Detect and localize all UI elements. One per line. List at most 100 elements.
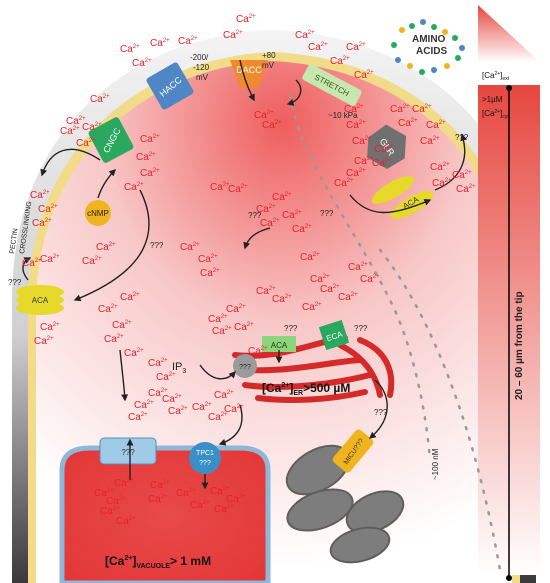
calcium-ion: Ca2+ xyxy=(234,322,254,333)
calcium-ion: Ca2+ xyxy=(148,358,168,369)
calcium-ion: Ca2+ xyxy=(136,152,156,163)
vacuole xyxy=(59,445,271,583)
calcium-ion: Ca2+ xyxy=(132,58,152,69)
calcium-ion: Ca2+ xyxy=(82,122,102,133)
svg-text:???: ??? xyxy=(374,408,388,417)
ext-gradient-triangle xyxy=(478,5,540,62)
ca-cyt-label: [Ca2+]cyt xyxy=(482,109,509,120)
calcium-ion: Ca2+ xyxy=(330,56,350,67)
calcium-ion: Ca2+ xyxy=(223,30,243,41)
calcium-ion: Ca2+ xyxy=(214,504,234,515)
calcium-ion: Ca2+ xyxy=(168,406,188,417)
calcium-ion: Ca2+ xyxy=(112,320,132,331)
calcium-ion: Ca2+ xyxy=(104,334,124,345)
calcium-ion: Ca2+ xyxy=(90,94,110,105)
calcium-ion: Ca2+ xyxy=(94,488,114,499)
calcium-ion: Ca2+ xyxy=(372,158,392,169)
calcium-ion: Ca2+ xyxy=(226,494,246,505)
svg-text:???: ??? xyxy=(150,241,164,250)
calcium-ion: Ca2+ xyxy=(208,314,228,325)
calcium-ion: Ca2+ xyxy=(210,486,230,497)
calcium-ion: Ca2+ xyxy=(98,304,118,315)
tpc1-channel: TPC1 ??? xyxy=(189,442,221,474)
dacc-voltage: +80 xyxy=(262,51,276,60)
calcium-ion: Ca2+ xyxy=(190,500,210,511)
calcium-ion: Ca2+ xyxy=(148,494,168,505)
calcium-ion: Ca2+ xyxy=(412,104,432,115)
calcium-ion: Ca2+ xyxy=(295,30,315,41)
hacc-channel: HACC xyxy=(146,62,194,110)
calcium-ion: Ca2+ xyxy=(178,36,198,47)
calcium-ion: Ca2+ xyxy=(426,120,446,131)
calcium-ion: Ca2+ xyxy=(192,402,212,413)
ca-ext-label: [Ca2+]ext xyxy=(482,71,510,82)
vacuole-channel xyxy=(99,437,157,465)
calcium-ion: Ca2+ xyxy=(398,118,418,129)
calcium-ion: Ca2+ xyxy=(198,254,218,265)
calcium-ion: Ca2+ xyxy=(212,326,232,337)
calcium-ion: Ca2+ xyxy=(334,178,354,189)
calcium-ion: Ca2+ xyxy=(38,204,58,215)
calcium-ion: Ca2+ xyxy=(390,104,410,115)
svg-text:???: ??? xyxy=(199,460,211,467)
svg-text:???: ??? xyxy=(8,278,22,287)
dacc-channel: DACC xyxy=(230,60,268,88)
ip3-receptor: ??? xyxy=(233,354,257,378)
calcium-ion: Ca2+ xyxy=(106,496,126,507)
calcium-ion: Ca2+ xyxy=(82,256,102,267)
calcium-ion: Ca2+ xyxy=(348,262,368,273)
amino-label-1: AMINO xyxy=(412,34,446,45)
calcium-ion: Ca2+ xyxy=(134,400,154,411)
calcium-ion: Ca2+ xyxy=(100,506,120,517)
calcium-ion: Ca2+ xyxy=(156,372,176,383)
calcium-ion: Ca2+ xyxy=(162,394,182,405)
svg-text:???: ??? xyxy=(320,209,334,218)
calcium-ion: Ca2+ xyxy=(120,44,140,55)
dotted-boundary-1 xyxy=(288,93,432,462)
calcium-ion: Ca2+ xyxy=(272,192,292,203)
calcium-ion: Ca2+ xyxy=(176,488,196,499)
svg-text:ACA: ACA xyxy=(32,296,49,305)
hacc-voltage: -200/ xyxy=(190,53,209,62)
distance-label: 20 – 60 µm from the tip xyxy=(514,291,525,400)
calcium-ion: Ca2+ xyxy=(96,242,116,253)
calcium-ion: Ca2+ xyxy=(346,120,366,131)
cngc-channel: CNGC xyxy=(88,117,134,163)
svg-text:TPC1: TPC1 xyxy=(196,450,214,457)
svg-text:???: ??? xyxy=(239,364,251,371)
calcium-ion: Ca2+ xyxy=(30,190,50,201)
calcium-ion: Ca2+ xyxy=(22,258,42,269)
calcium-ion: Ca2+ xyxy=(344,104,364,115)
calcium-ion: Ca2+ xyxy=(346,168,366,179)
aca-pump-left: ACA xyxy=(16,285,64,315)
calcium-ion: Ca2+ xyxy=(180,242,200,253)
vacuole-concentration: [Ca2+]VACUOLE> 1 mM xyxy=(105,554,211,570)
svg-text:???: ??? xyxy=(248,211,262,220)
aca-er-pump: ACA xyxy=(262,336,296,352)
calcium-ion: Ca2+ xyxy=(32,218,52,229)
glr-channel: GLR xyxy=(367,124,407,169)
calcium-ion: Ca2+ xyxy=(272,294,292,305)
calcium-ion: Ca2+ xyxy=(150,38,170,49)
cnmp-molecule: cNMP xyxy=(85,200,111,226)
unknown-markers: ??? ??? ??? ??? ??? ??? ??? ??? xyxy=(8,133,469,417)
dacc-label: DACC xyxy=(236,65,262,75)
calcium-ion: Ca2+ xyxy=(124,182,144,193)
hundred-nm-label: ~100 nM xyxy=(431,448,440,480)
calcium-ion: Ca2+ xyxy=(254,110,274,121)
calcium-ion: Ca2+ xyxy=(248,346,268,357)
hacc-voltage-2: -120 xyxy=(193,63,210,72)
calcium-ion: Ca2+ xyxy=(420,136,440,147)
calcium-ions: Ca2+Ca2+Ca2+Ca2+Ca2+Ca2+Ca2+Ca2+Ca2+Ca2+… xyxy=(22,14,476,527)
calcium-ion: Ca2+ xyxy=(260,218,280,229)
calcium-ion: Ca2+ xyxy=(40,254,60,265)
calcium-ion: Ca2+ xyxy=(360,274,380,285)
calcium-ion: Ca2+ xyxy=(116,516,136,527)
calcium-ion: Ca2+ xyxy=(40,322,60,333)
amino-acids-icon xyxy=(391,19,465,75)
calcium-ion: Ca2+ xyxy=(432,178,452,189)
calcium-ion: Ca2+ xyxy=(338,292,358,303)
ip3-label: IP3 xyxy=(172,361,186,375)
gt1um-label: >1µM xyxy=(482,95,503,104)
